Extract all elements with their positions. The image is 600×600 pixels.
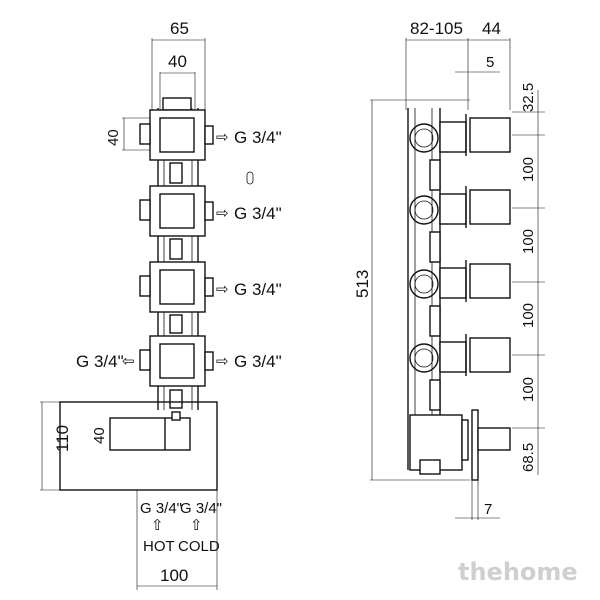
outlet-label-4: G 3/4"	[234, 352, 282, 371]
left-outlet-label: G 3/4"	[76, 352, 124, 371]
dim-depth: 82-105	[410, 19, 463, 38]
dim-width-total: 65	[170, 19, 189, 38]
dim-pitch-3: 100	[520, 303, 537, 328]
front-view: 65 40 40	[40, 19, 282, 590]
dim-cover-handle: 40	[91, 427, 108, 444]
up-arrow-icon: ⇧	[190, 517, 203, 534]
inlet-cold-thread: G 3/4"	[180, 500, 222, 517]
dim-total-height: 513	[353, 270, 372, 298]
dim-handle-height: 40	[105, 129, 122, 146]
outlet-label-1: G 3/4"	[234, 128, 282, 147]
outlet-label-2: G 3/4"	[234, 204, 282, 223]
outlet-label-3: G 3/4"	[234, 280, 282, 299]
dim-pitch-2: 100	[520, 229, 537, 254]
inlet-hot-label: HOT	[143, 538, 175, 555]
dim-handle-depth: 44	[482, 19, 501, 38]
outlet-arrow-icon: ⇨	[216, 205, 229, 222]
dim-cover-plate: 7	[484, 501, 492, 518]
dim-pitch-4: 100	[520, 377, 537, 402]
dim-top: 32.5	[520, 83, 537, 112]
dim-plate: 5	[486, 54, 494, 71]
dim-cover-width: 100	[160, 566, 188, 585]
inlet-cold-label: COLD	[178, 538, 220, 555]
outlet-arrow-icon: ⇨	[216, 129, 229, 146]
dim-width-inner: 40	[168, 52, 187, 71]
outlet-arrow-icon: ⇨	[216, 281, 229, 298]
dim-pitch-1: 100	[520, 157, 537, 182]
left-arrow-icon: ⇦	[122, 353, 135, 370]
watermark: thehome	[458, 558, 578, 586]
dim-bottom: 68.5	[520, 443, 537, 472]
side-view: 82-105 44 5 513 32.5 100 100 100 100 68.…	[353, 19, 545, 520]
up-arrow-icon: ⇧	[151, 517, 164, 534]
inlet-hot-thread: G 3/4"	[140, 500, 182, 517]
dim-cover-height: 110	[53, 425, 72, 452]
outlet-arrow-icon: ⇨	[216, 353, 229, 370]
